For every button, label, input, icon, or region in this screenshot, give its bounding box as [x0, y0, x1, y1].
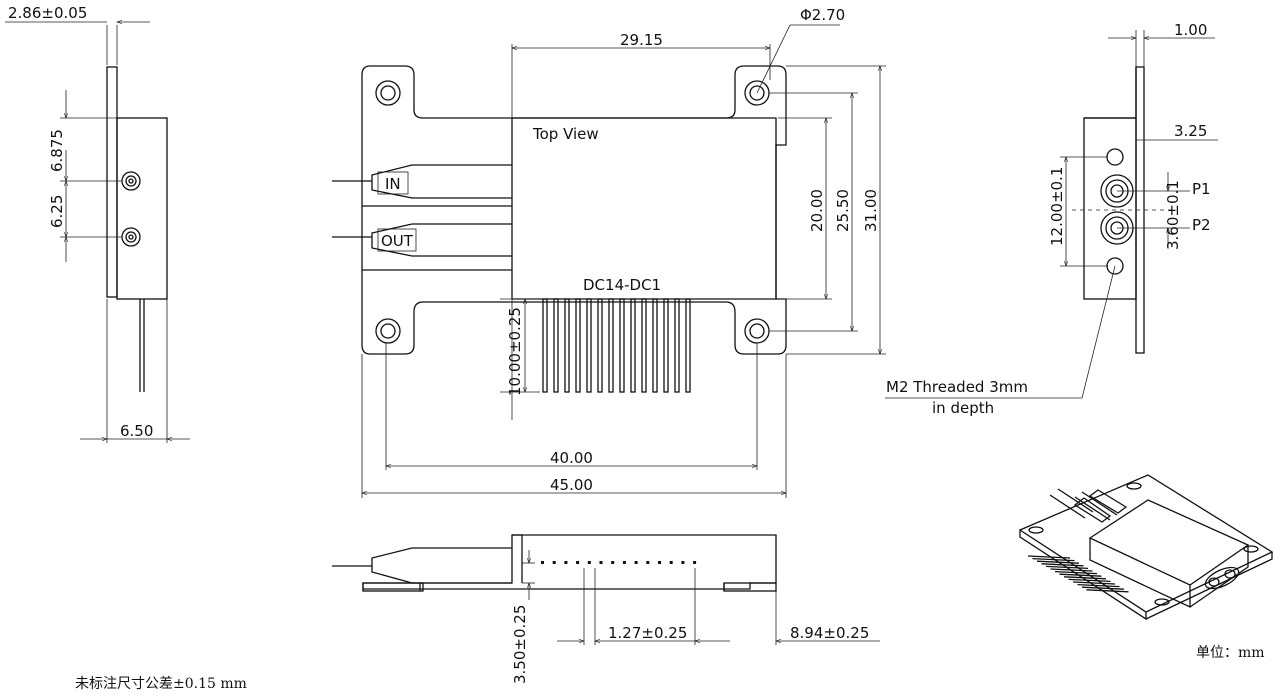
dim-1-00: 1.00	[1174, 21, 1207, 39]
iso-pin	[1036, 560, 1080, 564]
side-pin	[541, 561, 544, 564]
model-label: DC14-DC1	[583, 276, 661, 294]
isometric-view	[1018, 474, 1274, 621]
pin	[685, 298, 691, 393]
thread-note-line1: M2 Threaded 3mm	[886, 378, 1028, 396]
iso-pin	[1063, 576, 1107, 580]
port-in-label: IN	[385, 175, 401, 193]
pin	[674, 298, 680, 393]
dim-2-86: 2.86±0.05	[8, 4, 87, 22]
iso-pin	[1072, 581, 1116, 585]
iso-pin-array	[1027, 555, 1129, 593]
dim-25-50: 25.50	[834, 189, 852, 232]
side-pin	[552, 561, 556, 564]
dim-29-15: 29.15	[620, 31, 663, 49]
pin	[652, 298, 658, 393]
side-pin	[587, 561, 591, 564]
iso-pin	[1068, 578, 1111, 583]
side-pin	[693, 561, 697, 564]
side-pin	[669, 561, 673, 564]
dim-3-25: 3.25	[1174, 122, 1207, 140]
dim-20-00: 20.00	[808, 189, 826, 232]
top-view-dimensions	[362, 24, 886, 498]
dim-6-25: 6.25	[48, 195, 66, 228]
unit-note: 单位：mm	[1196, 645, 1265, 661]
side-pin	[681, 561, 685, 564]
iso-pin	[1050, 568, 1093, 572]
dim-10-00: 10.00±0.25	[506, 307, 524, 396]
side-pin	[658, 561, 661, 564]
dim-3-60: 3.60±0.1	[1164, 180, 1182, 250]
top-view-label: Top View	[532, 125, 599, 143]
iso-pin	[1059, 573, 1102, 577]
dim-3-50: 3.50±0.25	[511, 605, 529, 684]
tolerance-note: 未标注尺寸公差±0.15 mm	[75, 676, 247, 692]
pin	[553, 298, 559, 393]
iso-pin	[1041, 563, 1084, 567]
thread-note-line2: in depth	[932, 399, 994, 417]
pin	[597, 298, 603, 393]
iso-pin	[1086, 589, 1129, 593]
iso-pin	[1032, 557, 1075, 562]
dim-6-50: 6.50	[120, 422, 153, 440]
pin	[575, 298, 581, 393]
pin	[619, 298, 625, 393]
pin	[586, 298, 592, 393]
side-pin-row	[541, 561, 697, 564]
side-pin	[599, 561, 603, 564]
iso-pin	[1045, 565, 1089, 570]
label-p2: P2	[1192, 216, 1211, 234]
dim-12-00: 12.00±0.1	[1048, 167, 1066, 246]
side-pin	[634, 561, 638, 564]
left-side-view	[5, 22, 190, 443]
side-pin	[576, 561, 580, 564]
dim-40-00: 40.00	[550, 449, 593, 467]
dim-6-875: 6.875	[48, 129, 66, 172]
pin	[663, 298, 669, 393]
pin	[608, 298, 614, 393]
iso-pin	[1081, 586, 1125, 590]
pin	[542, 298, 548, 393]
top-view	[332, 65, 787, 355]
dim-31-00: 31.00	[862, 189, 880, 232]
side-elevation-view	[332, 534, 880, 645]
side-pin	[646, 561, 650, 564]
side-pin	[622, 561, 626, 564]
port-out-label: OUT	[381, 232, 414, 250]
dim-45-00: 45.00	[550, 476, 593, 494]
dim-1-27: 1.27±0.25	[608, 624, 687, 642]
iso-pin	[1054, 570, 1098, 575]
side-pin	[564, 561, 568, 564]
pin-array	[542, 298, 691, 393]
dim-phi-2-70: Φ2.70	[800, 6, 845, 24]
dim-8-94: 8.94±0.25	[790, 624, 869, 642]
pin	[641, 298, 647, 393]
side-pin	[611, 561, 615, 564]
iso-pin	[1077, 583, 1120, 588]
pin	[564, 298, 570, 393]
iso-pin	[1027, 555, 1071, 559]
pin	[630, 298, 636, 393]
right-end-view	[885, 30, 1218, 399]
label-p1: P1	[1192, 180, 1211, 198]
